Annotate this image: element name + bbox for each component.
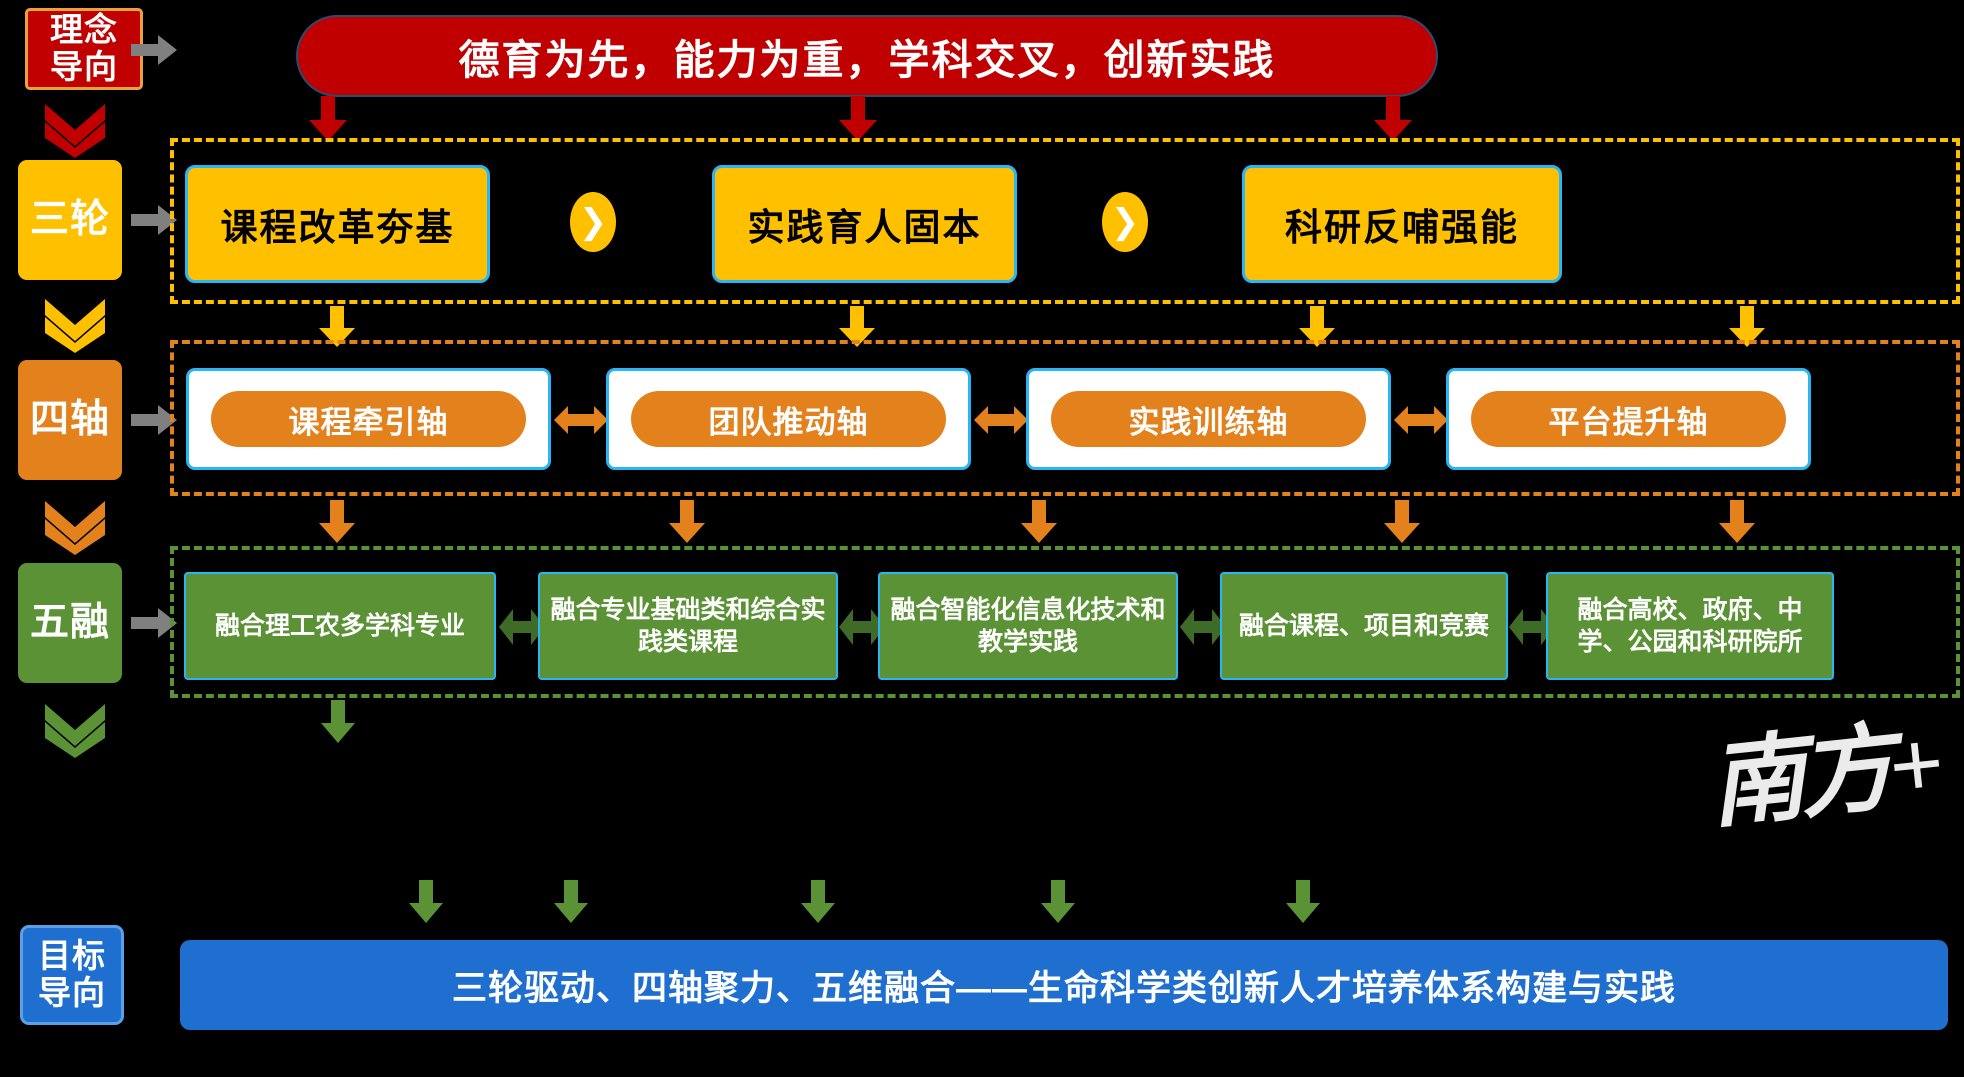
arrow-right-icon-five-fusions [131,608,177,638]
group-border-four-axes [170,340,1960,496]
arrow-down-icon-gold-1 [319,306,355,347]
arrow-down-icon-orange-3 [1021,500,1057,543]
five-fusions-box-4[interactable]: 融合课程、项目和竞赛 [1220,572,1508,680]
rail-label-goal-line1: 目标 [38,937,106,975]
arrow-down-icon-red-1 [309,96,347,141]
arrow-right-icon-four-axes [131,405,177,435]
double-arrow-horizontal-icon-3 [1394,406,1448,434]
rail-label-ideology-orientation: 理念 导向 [25,8,143,90]
double-arrow-horizontal-icon-green-2 [839,609,885,645]
rail-label-ideology-line2: 导向 [50,48,118,85]
arrow-right-icon-three-wheels [131,205,177,235]
chevron-right-icon-1: ❯ [570,192,616,252]
arrow-down-icon-green-2 [554,880,588,923]
rail-label-goal-orientation: 目标 导向 [20,925,124,1025]
four-axes-card-3[interactable]: 实践训练轴 [1026,368,1391,470]
arrow-down-icon-orange-1 [319,500,355,543]
goal-statement-bar: 三轮驱动、四轴聚力、五维融合——生命科学类创新人才培养体系构建与实践 [180,940,1948,1030]
four-axes-card-4[interactable]: 平台提升轴 [1446,368,1811,470]
arrow-down-icon-green-3 [801,880,835,923]
row-five-fusions: 融合理工农多学科专业 融合专业基础类和综合实践类课程 融合智能化信息化技术和教学… [184,572,1948,680]
row-four-axes: 课程牵引轴 团队推动轴 实践训练轴 平台提升轴 [186,368,1946,470]
arrow-down-icon-green-1 [321,700,355,743]
four-axes-card-1[interactable]: 课程牵引轴 [186,368,551,470]
double-arrow-horizontal-icon-green-1 [499,609,545,645]
chevron-right-icon-2: ❯ [1102,192,1148,252]
four-axes-label-4: 平台提升轴 [1470,391,1787,447]
arrow-down-icon-green-6 [409,880,443,923]
guiding-principle-banner: 德育为先，能力为重，学科交叉，创新实践 [296,15,1438,97]
double-arrow-horizontal-icon-2 [974,406,1028,434]
arrow-down-icon-orange-4 [1384,500,1420,543]
arrow-down-icon-red-3 [1374,96,1412,141]
four-axes-label-3: 实践训练轴 [1050,391,1367,447]
arrow-down-icon-gold-4 [1729,306,1765,347]
rail-label-five-fusions: 五融 [18,563,122,683]
double-chevron-down-icon-gold [45,299,105,353]
three-wheels-box-1[interactable]: 课程改革夯基 [185,165,490,283]
double-chevron-down-icon-orange [45,501,105,555]
four-axes-card-2[interactable]: 团队推动轴 [606,368,971,470]
three-wheels-box-2[interactable]: 实践育人固本 [712,165,1017,283]
double-arrow-horizontal-icon-green-4 [1509,609,1555,645]
rail-label-ideology-line1: 理念 [50,11,118,49]
arrow-down-icon-orange-2 [669,500,705,543]
rail-label-four-axes: 四轴 [18,360,122,480]
arrow-down-icon-green-5 [1286,880,1320,923]
arrow-right-icon-ideology [131,35,177,65]
double-chevron-down-icon-red [45,104,105,158]
five-fusions-box-3[interactable]: 融合智能化信息化技术和教学实践 [878,572,1178,680]
four-axes-label-2: 团队推动轴 [630,391,947,447]
arrow-down-icon-gold-3 [1299,306,1335,347]
rail-label-three-wheels: 三轮 [18,160,122,280]
five-fusions-box-1[interactable]: 融合理工农多学科专业 [184,572,496,680]
watermark-logo: 南方+ [1703,709,1943,840]
group-border-three-wheels [170,138,1960,304]
arrow-down-icon-orange-5 [1719,500,1755,543]
arrow-down-icon-green-4 [1041,880,1075,923]
arrow-down-icon-red-2 [839,96,877,141]
row-three-wheels: 课程改革夯基 ❯ 实践育人固本 ❯ 科研反哺强能 [185,165,1947,283]
group-border-five-fusions [170,546,1960,698]
five-fusions-box-2[interactable]: 融合专业基础类和综合实践类课程 [538,572,838,680]
rail-label-goal-line2: 导向 [38,974,106,1011]
double-chevron-down-icon-green [45,704,105,758]
arrow-down-icon-gold-2 [839,306,875,347]
double-arrow-horizontal-icon-1 [554,406,608,434]
double-arrow-horizontal-icon-green-3 [1180,609,1226,645]
five-fusions-box-5[interactable]: 融合高校、政府、中学、公园和科研院所 [1546,572,1834,680]
three-wheels-box-3[interactable]: 科研反哺强能 [1242,165,1562,283]
four-axes-label-1: 课程牵引轴 [210,391,527,447]
